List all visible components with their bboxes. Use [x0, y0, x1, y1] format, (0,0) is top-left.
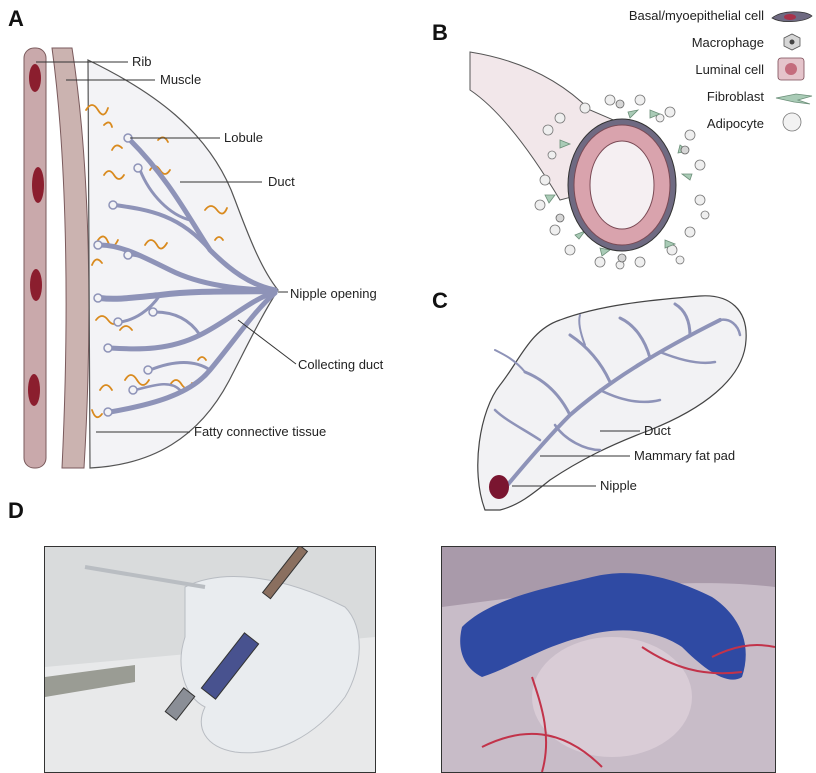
- nipple-marker: [489, 475, 509, 499]
- label-nipple: Nipple: [600, 478, 637, 493]
- injection-illustration: [45, 547, 375, 772]
- dye-gland-illustration: [442, 547, 775, 772]
- photo-injection: [44, 546, 376, 773]
- photo-dye-gland: [441, 546, 776, 773]
- label-duct-c: Duct: [644, 423, 671, 438]
- lymph-node-area: [532, 637, 692, 757]
- label-mammary-fat-pad: Mammary fat pad: [634, 448, 735, 463]
